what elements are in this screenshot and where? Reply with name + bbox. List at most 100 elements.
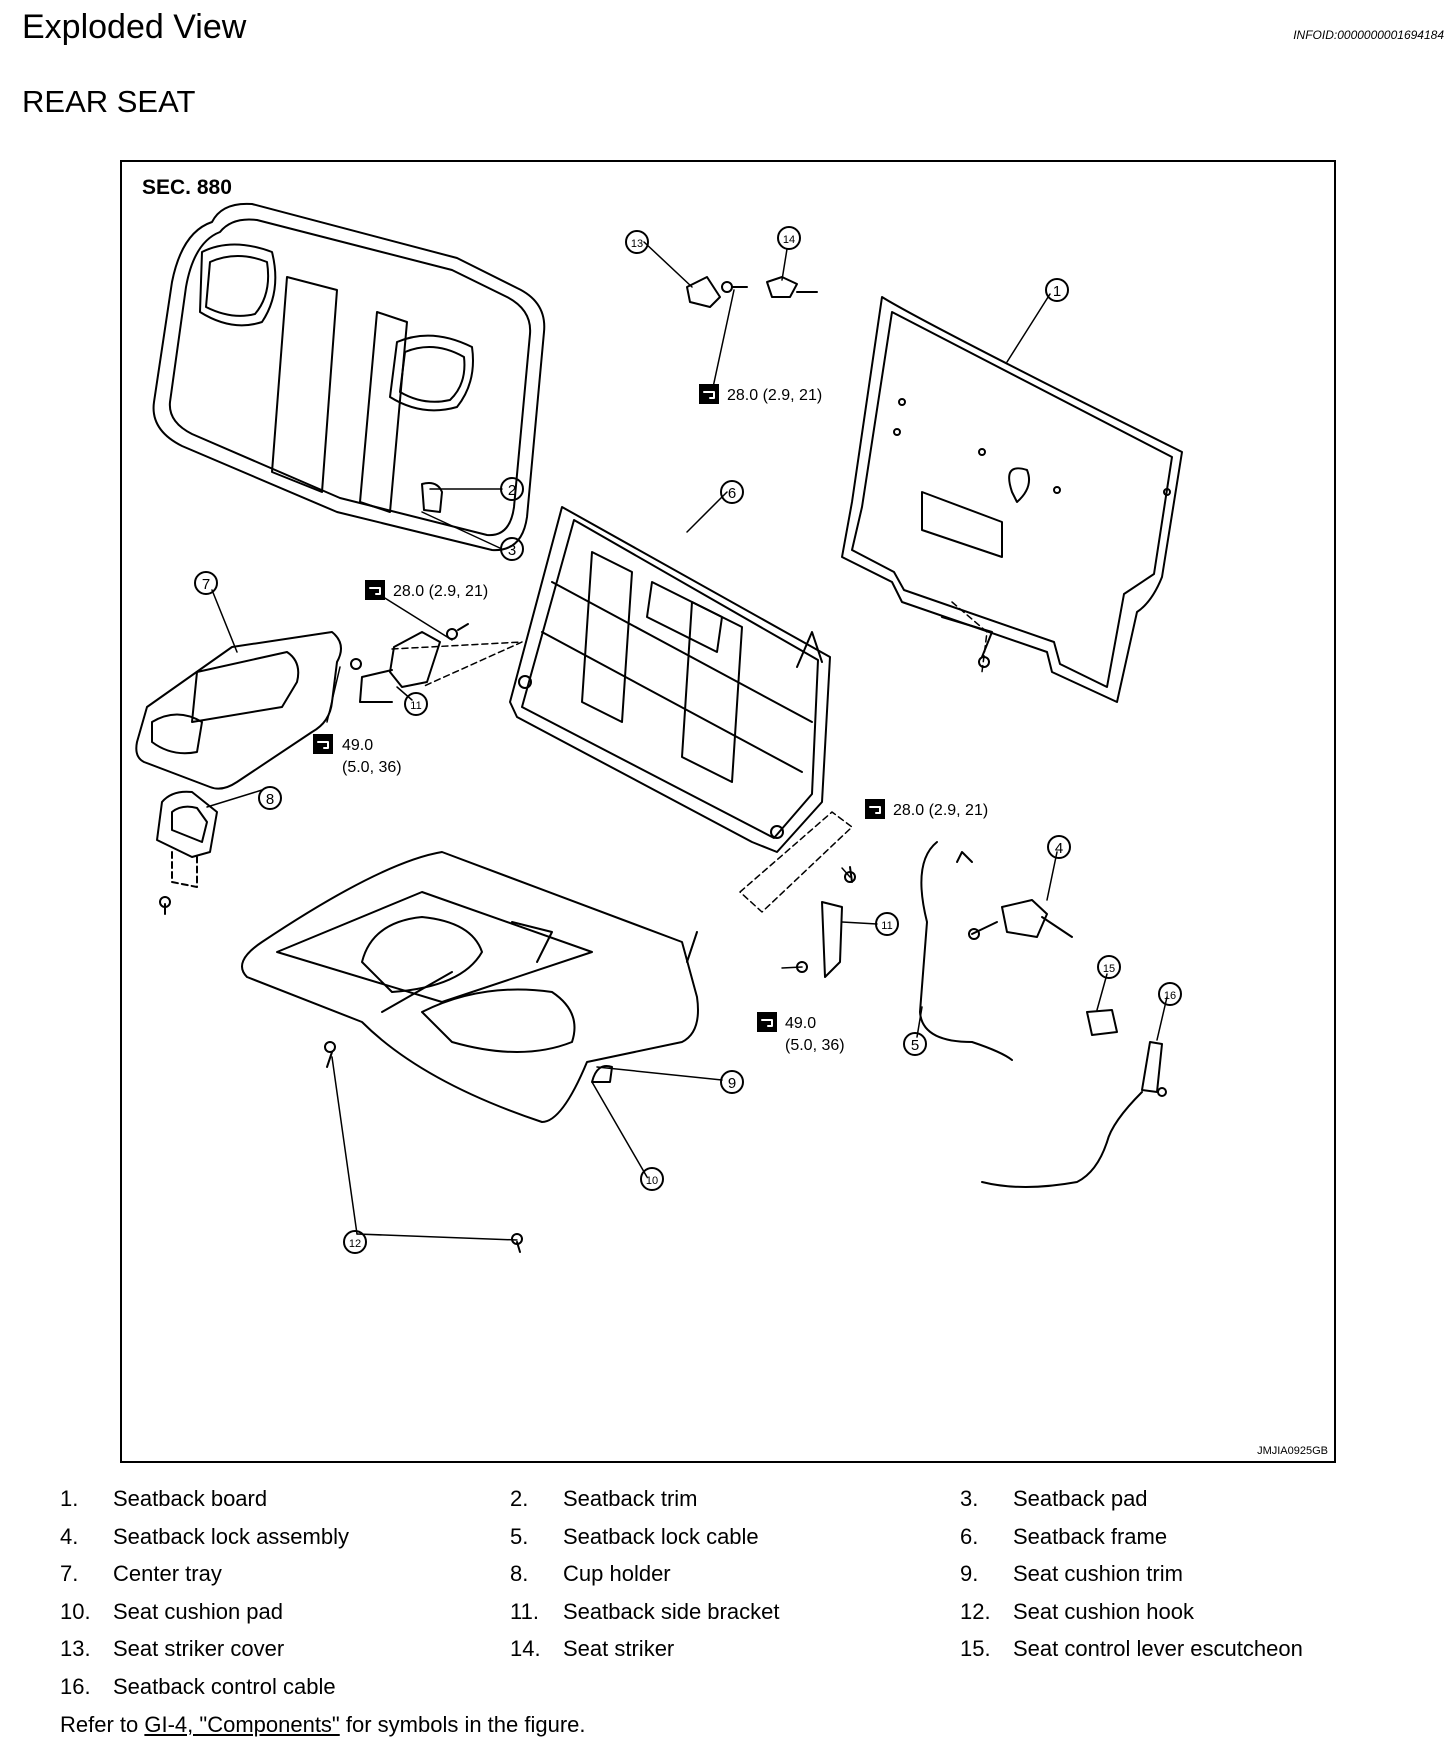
callout-6-number: 6 [728,485,736,502]
legend-label: Seat cushion hook [1013,1598,1195,1624]
callout-3: 3 [500,537,524,561]
info-id: INFOID:0000000001694184 [1293,28,1444,42]
torque-spec-right-bracket-upper: 28.0 (2.9, 21) [865,799,988,819]
torque-spec-left-upper-value: 28.0 (2.9, 21) [393,583,488,600]
callout-10-number: 10 [646,1175,658,1187]
callout-12-number: 12 [349,1238,361,1250]
seat-cushion-drawing [241,851,699,1253]
section-title: REAR SEAT [22,84,196,119]
cup-holder-drawing [156,790,218,915]
bracket-drawings [350,601,990,978]
lock-assembly-drawing [919,841,1073,1061]
torque-spec-left-bracket-lower: 49.0 (5.0, 36) [313,734,402,776]
legend-label: Seatback trim [563,1486,698,1511]
callout-8-number: 8 [266,791,274,808]
torque-spec-left-lower-value: 49.0 [342,737,373,754]
callout-2: 2 [500,477,524,501]
torque-spec-right-upper-value: 28.0 (2.9, 21) [893,802,988,819]
callout-7-number: 7 [202,576,210,593]
callout-7: 7 [194,571,218,595]
torque-spec-right-lower-value: 49.0 [785,1015,816,1032]
legend-row: 4.Seatback lock assembly 5.Seatback lock… [60,1524,1420,1562]
page-title: Exploded View [22,8,247,46]
callout-9: 9 [720,1070,744,1094]
legend-number: 1. [60,1486,79,1511]
legend-number: 8. [510,1561,529,1586]
torque-spec-right-bracket-lower: 49.0 (5.0, 36) [757,1012,845,1054]
legend-label: Cup holder [563,1561,671,1586]
callout-10: 10 [640,1167,664,1191]
legend-number: 6. [960,1523,979,1549]
seatback-board-drawing [841,296,1183,703]
torque-spec-left-lower-value2: (5.0, 36) [342,759,402,776]
legend-number: 14. [510,1636,541,1661]
callout-15: 15 [1097,955,1121,979]
callout-3-number: 3 [508,542,516,559]
parts-legend: 1.Seatback board 2.Seatback trim 3.Seatb… [60,1486,1420,1711]
legend-label: Seatback side bracket [563,1598,780,1624]
legend-label: Seatback lock cable [563,1523,759,1549]
exploded-view-drawing: 1 2 3 4 5 6 7 8 9 10 11 11 12 13 14 15 1… [135,202,1183,1254]
callout-5-number: 5 [911,1037,919,1054]
callout-14: 14 [777,226,801,250]
figure-code: JMJIA0925GB [1257,1445,1328,1457]
legend-row: 13.Seat striker cover 14.Seat striker 15… [60,1636,1420,1674]
callout-16-number: 16 [1164,990,1176,1002]
callout-14-number: 14 [783,234,795,246]
legend-row: 7. Center tray 8. Cup holder 9. Seat cushio… [60,1561,1420,1599]
callout-13: 13 [625,230,649,254]
callout-6: 6 [720,480,744,504]
torque-wrench-icon [865,799,885,819]
callout-11-b-number: 11 [881,920,892,932]
leader-lines [206,241,1168,1241]
center-tray-drawing [135,631,342,790]
striker-drawing [686,276,818,308]
callout-8: 8 [258,786,282,810]
callout-9-number: 9 [728,1075,736,1092]
reference-note-prefix: Refer to [60,1712,145,1737]
legend-row: 1.Seatback board 2.Seatback trim 3.Seatb… [60,1486,1420,1524]
callout-11-a: 11 [404,692,428,716]
callout-2-number: 2 [508,482,516,499]
section-code: SEC. 880 [142,176,232,199]
seatback-frame-drawing [509,506,831,853]
components-reference-link[interactable]: GI-4, "Components" [144,1712,340,1737]
legend-number: 11. [510,1598,539,1624]
legend-label: Seatback lock assembly [113,1523,349,1549]
reference-note-suffix: for symbols in the figure. [339,1712,586,1737]
legend-number: 7. [60,1561,79,1586]
callout-5: 5 [903,1032,927,1056]
legend-row: 10.Seat cushion pad 11.Seatback side bra… [60,1599,1420,1637]
torque-wrench-icon [699,384,719,404]
reference-note: Refer to GI-4, "Components" for symbols … [60,1712,586,1738]
legend-number: 13. [60,1636,91,1661]
legend-label: Seatback control cable [113,1673,336,1699]
legend-number: 15. [960,1636,991,1661]
legend-label: Seat cushion trim [1013,1561,1183,1586]
legend-label: Seat cushion pad [113,1598,284,1624]
torque-wrench-icon [757,1012,777,1032]
legend-label: Seatback pad [1013,1486,1148,1511]
torque-spec-striker: 28.0 (2.9, 21) [699,384,822,404]
control-cable-drawing [981,1009,1167,1188]
torque-spec-right-lower-value2: (5.0, 36) [785,1037,845,1054]
callout-4: 4 [1047,835,1071,859]
callout-16: 16 [1158,982,1182,1006]
legend-label: Seat striker [563,1636,675,1661]
legend-number: 2. [510,1486,529,1511]
callout-1: 1 [1045,278,1069,302]
legend-label: Seat control lever escutcheon [1013,1636,1303,1661]
callout-12: 12 [343,1230,367,1254]
legend-number: 3. [960,1486,979,1511]
torque-spec-left-bracket-upper: 28.0 (2.9, 21) [365,580,488,600]
legend-label: Center tray [113,1561,222,1586]
legend-label: Seatback frame [1013,1523,1168,1549]
legend-number: 12. [960,1598,991,1624]
callout-11-a-number: 11 [410,700,421,712]
legend-number: 9. [960,1561,979,1586]
torque-wrench-icon [365,580,385,600]
exploded-view-figure: 1 2 3 4 5 6 7 8 9 10 11 11 12 13 14 15 1… [120,160,1336,1463]
callout-11-b: 11 [875,912,899,936]
torque-wrench-icon [313,734,333,754]
legend-number: 5. [510,1523,529,1549]
